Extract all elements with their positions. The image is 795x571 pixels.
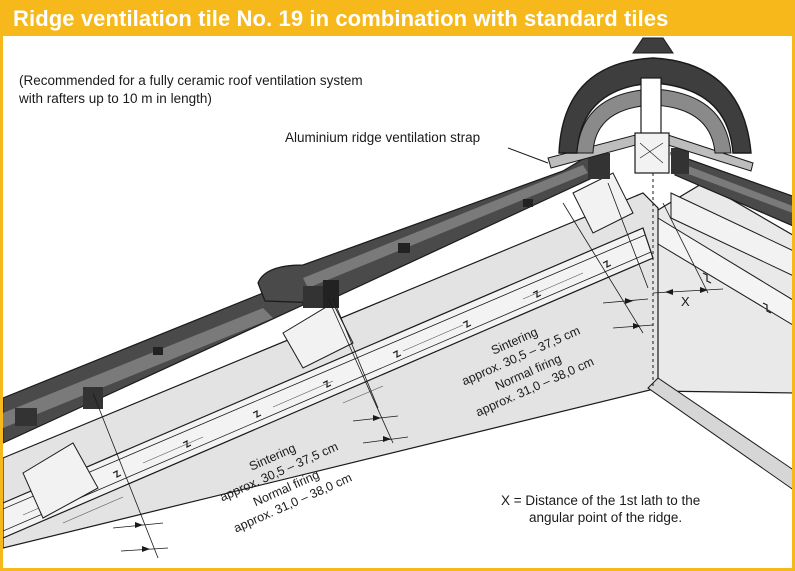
x-label: X (681, 294, 690, 309)
dimension-arrows (135, 287, 708, 552)
roof-tiles (3, 152, 610, 444)
x-definition-line-1: X = Distance of the 1st lath to the (501, 493, 701, 508)
right-roof-tiles (670, 148, 792, 227)
aluminium-strap (507, 132, 754, 172)
x-definition-line-2: angular point of the ridge. (529, 510, 683, 525)
title-bar: Ridge ventilation tile No. 19 in combina… (3, 3, 792, 36)
counter-battens (3, 234, 652, 532)
note-line-1: (Recommended for a fully ceramic roof ve… (19, 73, 363, 88)
rafter-blocks (22, 172, 634, 519)
ridge-tile (558, 37, 752, 154)
right-rafter (670, 192, 792, 276)
note-line-2: with rafters up to 10 m in length) (19, 91, 212, 106)
ridge-batten (634, 77, 670, 174)
ridge-corner (647, 377, 792, 490)
roof-section-drawing: Sintering approx. 30,5 – 37,5 cm Normal … (3, 37, 792, 559)
strap-label: Aluminium ridge ventilation strap (285, 130, 481, 145)
page-title: Ridge ventilation tile No. 19 in combina… (13, 6, 669, 31)
